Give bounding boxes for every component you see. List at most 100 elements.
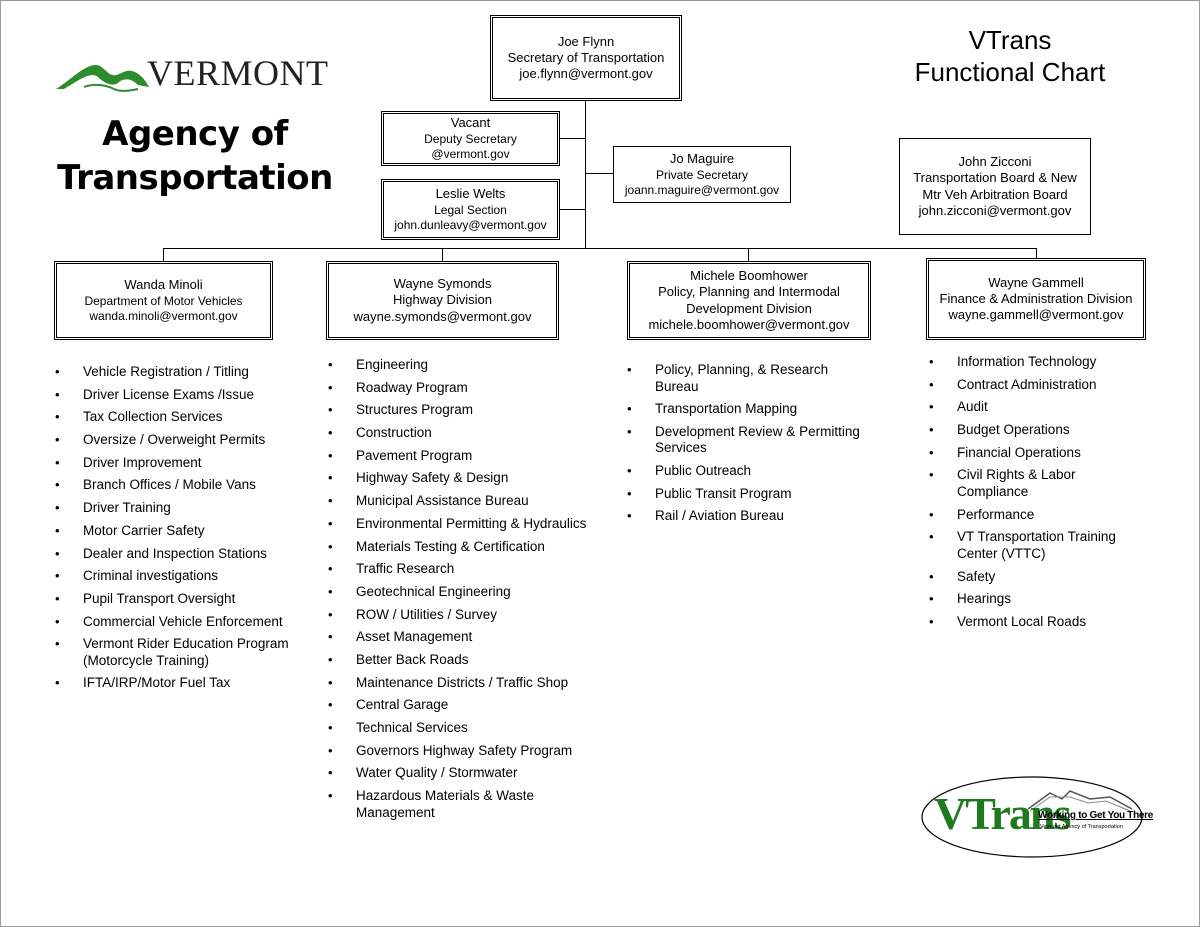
list-item: Vermont Rider Education Program (Motorcy… bbox=[55, 636, 295, 669]
list-item: Audit bbox=[929, 399, 1159, 416]
finance-list: Information Technology Contract Administ… bbox=[929, 354, 1159, 637]
list-item: VT Transportation Training Center (VTTC) bbox=[929, 529, 1137, 562]
private-secretary-title: Private Secretary bbox=[655, 167, 749, 182]
list-item: Policy, Planning, & Research Bureau bbox=[627, 362, 845, 395]
deputy-title: Deputy Secretary bbox=[424, 131, 517, 146]
finance-email: wayne.gammell@vermont.gov bbox=[948, 307, 1124, 323]
list-item: Safety bbox=[929, 569, 1159, 586]
chart-title: VTrans Functional Chart bbox=[900, 24, 1120, 88]
list-item: Materials Testing & Certification bbox=[328, 539, 598, 556]
private-secretary-name: Jo Maguire bbox=[669, 151, 735, 167]
connector-highway bbox=[442, 248, 443, 262]
list-item: Technical Services bbox=[328, 720, 598, 737]
list-item: Better Back Roads bbox=[328, 652, 598, 669]
policy-box: Michele Boomhower Policy, Planning and I… bbox=[627, 261, 871, 340]
agency-title: Agency of Transportation bbox=[40, 112, 350, 200]
list-item: Traffic Research bbox=[328, 561, 598, 578]
list-item: Geotechnical Engineering bbox=[328, 584, 598, 601]
list-item: Pavement Program bbox=[328, 448, 598, 465]
connector-trunk bbox=[585, 99, 586, 249]
list-item: Governors Highway Safety Program bbox=[328, 743, 598, 760]
deputy-email: @vermont.gov bbox=[431, 146, 510, 161]
list-item: ROW / Utilities / Survey bbox=[328, 607, 598, 624]
highway-box: Wayne Symonds Highway Division wayne.sym… bbox=[326, 261, 559, 340]
secretary-name: Joe Flynn bbox=[557, 33, 615, 49]
list-item: Civil Rights & Labor Compliance bbox=[929, 467, 1097, 500]
policy-title-line2: Development Division bbox=[686, 300, 812, 316]
highway-name: Wayne Symonds bbox=[393, 276, 492, 292]
list-item: Driver Improvement bbox=[55, 455, 295, 472]
list-item: Budget Operations bbox=[929, 422, 1159, 439]
highway-title: Highway Division bbox=[393, 292, 492, 308]
list-item: Public Transit Program bbox=[627, 486, 877, 503]
list-item: Structures Program bbox=[328, 402, 598, 419]
deputy-name: Vacant bbox=[450, 115, 491, 131]
list-item: Hazardous Materials & Waste Management bbox=[328, 788, 556, 821]
legal-name: Leslie Welts bbox=[435, 186, 506, 202]
list-item: Performance bbox=[929, 507, 1159, 524]
board-box: John Zicconi Transportation Board & New … bbox=[899, 138, 1091, 235]
mountain-logo-icon bbox=[56, 64, 149, 92]
list-item: Dealer and Inspection Stations bbox=[55, 546, 295, 563]
list-item: Vermont Local Roads bbox=[929, 614, 1159, 631]
legal-email: john.dunleavy@vermont.gov bbox=[394, 217, 547, 232]
list-item: Information Technology bbox=[929, 354, 1159, 371]
private-secretary-box: Jo Maguire Private Secretary joann.magui… bbox=[613, 146, 791, 203]
list-item: Motor Carrier Safety bbox=[55, 523, 295, 540]
legal-title: Legal Section bbox=[434, 202, 507, 217]
list-item: Driver License Exams /Issue bbox=[55, 387, 295, 404]
list-item: Criminal investigations bbox=[55, 568, 295, 585]
finance-name: Wayne Gammell bbox=[988, 274, 1084, 290]
board-name: John Zicconi bbox=[958, 154, 1032, 169]
connector-finance bbox=[1036, 248, 1037, 259]
highway-email: wayne.symonds@vermont.gov bbox=[353, 308, 532, 324]
list-item: Rail / Aviation Bureau bbox=[627, 508, 877, 525]
list-item: Central Garage bbox=[328, 697, 598, 714]
policy-email: michele.boomhower@vermont.gov bbox=[648, 316, 850, 332]
policy-name: Michele Boomhower bbox=[690, 268, 808, 283]
vermont-logo: VERMONT bbox=[54, 52, 328, 98]
list-item: Contract Administration bbox=[929, 377, 1159, 394]
dmv-box: Wanda Minoli Department of Motor Vehicle… bbox=[54, 261, 273, 340]
connector-horizontal bbox=[163, 248, 1036, 249]
list-item: Water Quality / Stormwater bbox=[328, 765, 598, 782]
list-item: Municipal Assistance Bureau bbox=[328, 493, 598, 510]
list-item: Commercial Vehicle Enforcement bbox=[55, 614, 295, 631]
vtrans-logo-brand: VTrans bbox=[934, 788, 1071, 839]
list-item: Asset Management bbox=[328, 629, 598, 646]
list-item: Hearings bbox=[929, 591, 1159, 608]
list-item: Transportation Mapping bbox=[627, 401, 877, 418]
connector-deputy bbox=[558, 138, 585, 139]
secretary-email: joe.flynn@vermont.gov bbox=[519, 66, 653, 82]
vtrans-logo-subtagline: Vermont Agency of Transportation bbox=[1040, 824, 1123, 830]
dmv-name: Wanda Minoli bbox=[124, 277, 203, 293]
vtrans-logo-oval-icon bbox=[921, 776, 1143, 858]
list-item: Vehicle Registration / Titling bbox=[55, 364, 295, 381]
list-item: Highway Safety & Design bbox=[328, 470, 598, 487]
dmv-list: Vehicle Registration / Titling Driver Li… bbox=[55, 364, 295, 698]
policy-title-line1: Policy, Planning and Intermodal bbox=[658, 284, 840, 300]
board-email: john.zicconi@vermont.gov bbox=[918, 202, 1072, 218]
list-item: Engineering bbox=[328, 357, 598, 374]
agency-title-line1: Agency of bbox=[102, 114, 288, 154]
connector-legal bbox=[558, 209, 585, 210]
board-title-line2: Mtr Veh Arbitration Board bbox=[922, 186, 1068, 202]
vtrans-logo: VTrans Working to Get You There Vermont … bbox=[920, 775, 1153, 859]
private-secretary-email: joann.maguire@vermont.gov bbox=[624, 182, 780, 197]
vtrans-logo-tagline: Working to Get You There bbox=[1038, 810, 1154, 821]
list-item: Pupil Transport Oversight bbox=[55, 591, 295, 608]
list-item: Roadway Program bbox=[328, 380, 598, 397]
connector-policy bbox=[748, 248, 749, 262]
list-item: Development Review & Permitting Services bbox=[627, 424, 865, 457]
connector-dmv bbox=[163, 248, 164, 262]
vermont-logo-text: VERMONT bbox=[147, 53, 329, 93]
list-item: IFTA/IRP/Motor Fuel Tax bbox=[55, 675, 295, 692]
list-item: Environmental Permitting & Hydraulics bbox=[328, 516, 598, 533]
list-item: Tax Collection Services bbox=[55, 409, 295, 426]
connector-private-secretary bbox=[585, 173, 614, 174]
list-item: Financial Operations bbox=[929, 445, 1159, 462]
list-item: Construction bbox=[328, 425, 598, 442]
finance-box: Wayne Gammell Finance & Administration D… bbox=[926, 258, 1146, 340]
legal-box: Leslie Welts Legal Section john.dunleavy… bbox=[381, 179, 560, 240]
agency-title-line2: Transportation bbox=[57, 158, 333, 198]
